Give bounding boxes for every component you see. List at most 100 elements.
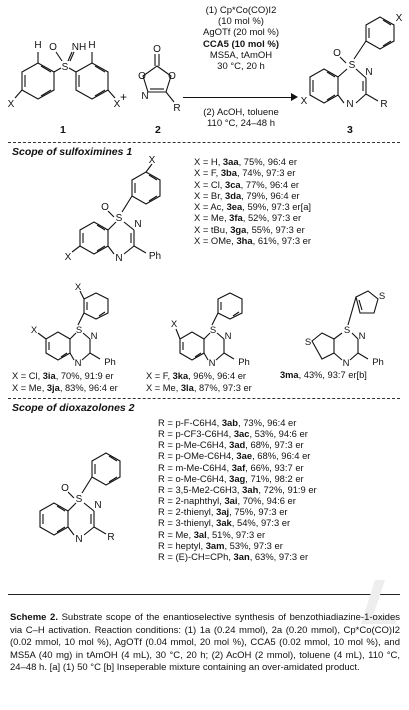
condition-line: MS5A, tAmOH xyxy=(209,49,273,61)
reaction-scheme: S O NH H H X X 1 + O O O N R 2 (1) Cp*Co… xyxy=(0,0,409,140)
result-row: R = p-OMe-C6H4, 3ae, 68%, 96:4 er xyxy=(158,450,311,462)
condition-line: AgOTf (20 mol %) xyxy=(202,27,280,39)
sulfur-atom: S xyxy=(62,62,69,73)
reaction-arrow xyxy=(183,97,295,98)
nitrogen-atom: N xyxy=(75,534,82,545)
condition-line: (2) AcOH, toluene xyxy=(203,107,279,118)
dioxazolone-product-structure: S O N N R xyxy=(39,452,121,545)
condition-line: CCA5 (10 mol %) xyxy=(202,38,279,50)
condition-line: 110 °C, 24–48 h xyxy=(206,118,276,130)
x-substituent: X xyxy=(65,252,72,263)
sulfur-atom: S xyxy=(116,213,123,224)
r-group: R xyxy=(173,103,180,114)
product-structure: S O N N R X X xyxy=(301,13,403,110)
sulfur-atom: S xyxy=(76,494,83,505)
result-row: X = F, 3ba, 74%, 97:3 er xyxy=(194,167,296,179)
nitrogen-atom: N xyxy=(343,358,350,369)
hydrogen-atom: H xyxy=(34,40,41,51)
result-row: R = 2-naphthyl, 3ai, 70%, 94:6 er xyxy=(158,495,296,507)
x-substituent: X xyxy=(301,96,308,107)
sulfur-atom: S xyxy=(379,291,385,302)
nitrogen-atom: N xyxy=(91,331,98,342)
result-row: R = p-Me-C6H4, 3ad, 68%, 97:3 er xyxy=(158,439,304,451)
condition-line: (10 mol %) xyxy=(218,16,264,28)
meta-substituted-structure: X S N N Ph X xyxy=(31,282,116,369)
result-row: X = Br, 3da, 79%, 96:4 er xyxy=(194,189,300,201)
x-substituent: X xyxy=(149,155,156,166)
sulfur-atom: S xyxy=(349,60,356,71)
x-substituent: X xyxy=(31,325,38,336)
hydrogen-atom: H xyxy=(88,40,95,51)
nitrogen-atom: N xyxy=(225,331,232,342)
nitrogen-atom: N xyxy=(141,91,148,102)
nitrogen-atom: N xyxy=(134,219,141,230)
section-divider xyxy=(8,142,400,143)
sulfoximine-core-structure: X S O N N Ph X xyxy=(65,155,161,264)
section-divider xyxy=(8,398,400,399)
result-row: R = o-Me-C6H4, 3ag, 71%, 98:2 er xyxy=(158,472,304,484)
oxygen-atom: O xyxy=(333,48,341,59)
watermark-logo-icon xyxy=(361,580,397,624)
nitrogen-atom: N xyxy=(346,99,353,110)
phenyl-group: Ph xyxy=(104,357,116,368)
x-substituent: X xyxy=(75,282,82,293)
condition-line: (1) Cp*Co(CO)I2 xyxy=(205,5,277,16)
scheme-bottom-rule xyxy=(8,594,400,595)
sulfur-atom: S xyxy=(210,325,216,336)
result-row: R = Me, 3al, 51%, 97:3 er xyxy=(158,528,266,540)
result-row: R = p-CF3-C6H4, 3ac, 53%, 94:6 er xyxy=(158,428,308,440)
sulfoximine-structure: S O NH H H X X xyxy=(8,40,121,110)
x-substituent: X xyxy=(171,319,178,330)
oxygen-atom: O xyxy=(168,71,176,82)
r-group: R xyxy=(380,99,387,110)
sulfoximine-results-list: X = H, 3aa, 75%, 96:4 er X = F, 3ba, 74%… xyxy=(194,156,311,246)
nitrogen-atom: N xyxy=(359,331,366,342)
result-row: R = p-F-C6H4, 3ab, 73%, 96:4 er xyxy=(158,417,297,428)
oxygen-atom: O xyxy=(49,42,57,53)
result-row: X = Ac, 3ea, 59%, 97:3 er[a] xyxy=(194,201,312,213)
nitrogen-atom: N xyxy=(75,358,82,369)
conditions-step2: (2) AcOH, toluene 110 °C, 24–48 h xyxy=(186,107,296,129)
arrow-head xyxy=(291,93,298,101)
sulfur-atom: S xyxy=(76,325,82,336)
result-row: R = 2-thienyl, 3aj, 75%, 97:3 er xyxy=(158,506,288,518)
compound-label-1: 1 xyxy=(60,124,66,136)
result-row: X = H, 3aa, 75%, 96:4 er xyxy=(194,156,297,167)
result-row: X = Cl, 3ca, 77%, 96:4 er xyxy=(194,178,300,190)
result-3la: X = Me, 3la, 87%, 97:3 er xyxy=(146,383,252,393)
result-row: R = heptyl, 3am, 53%, 97:3 er xyxy=(158,539,283,551)
dioxazolone-structure: O O O N R xyxy=(138,44,181,114)
result-row: R = m-Me-C6H4, 3af, 66%, 93:7 er xyxy=(158,461,304,473)
sulfur-atom: S xyxy=(344,325,350,336)
phenyl-group: Ph xyxy=(149,251,161,262)
phenyl-group: Ph xyxy=(372,357,384,368)
result-3ia: X = Cl, 3ia, 70%, 91:9 er xyxy=(12,371,114,381)
oxygen-atom: O xyxy=(101,202,109,213)
nitrogen-atom: N xyxy=(209,358,216,369)
section-heading-dioxazolones: Scope of dioxazolones 2 xyxy=(12,402,135,414)
plus-sign: + xyxy=(120,90,128,104)
result-row: X = tBu, 3ga, 55%, 97:3 er xyxy=(194,223,305,235)
oxygen-atom: O xyxy=(61,483,69,494)
ortho-substituted-structure: X S N N Ph xyxy=(171,292,250,369)
conditions-step1: (1) Cp*Co(CO)I2 (10 mol %) AgOTf (20 mol… xyxy=(186,5,296,72)
nitrogen-atom: N xyxy=(115,253,122,264)
result-row: R = 3-thienyl, 3ak, 54%, 97:3 er xyxy=(158,517,291,529)
compound-label-2: 2 xyxy=(155,124,161,136)
section-heading-sulfoximines: Scope of sulfoximines 1 xyxy=(12,146,133,158)
nitrogen-atom: N xyxy=(94,500,101,511)
scheme-caption: Scheme 2. Substrate scope of the enantio… xyxy=(10,612,400,675)
caption-label: Scheme 2. xyxy=(10,612,58,623)
compound-label-3: 3 xyxy=(347,124,353,136)
thienyl-structure: S S S N N Ph xyxy=(305,290,385,369)
result-3ma: 3ma, 43%, 93:7 er[b] xyxy=(280,370,367,380)
x-substituent: X xyxy=(8,99,15,110)
oxygen-atom: O xyxy=(138,71,146,82)
nh-group: NH xyxy=(72,42,86,53)
x-substituent: X xyxy=(114,99,121,110)
caption-text: Substrate scope of the enantioselective … xyxy=(10,612,400,674)
result-3ka: X = F, 3ka, 96%, 96:4 er xyxy=(146,371,247,381)
result-row: R = (E)-CH=CPh, 3an, 63%, 97:3 er xyxy=(158,550,309,562)
r-group: R xyxy=(107,532,114,543)
result-3ja: X = Me, 3ja, 83%, 96:4 er xyxy=(12,383,118,393)
